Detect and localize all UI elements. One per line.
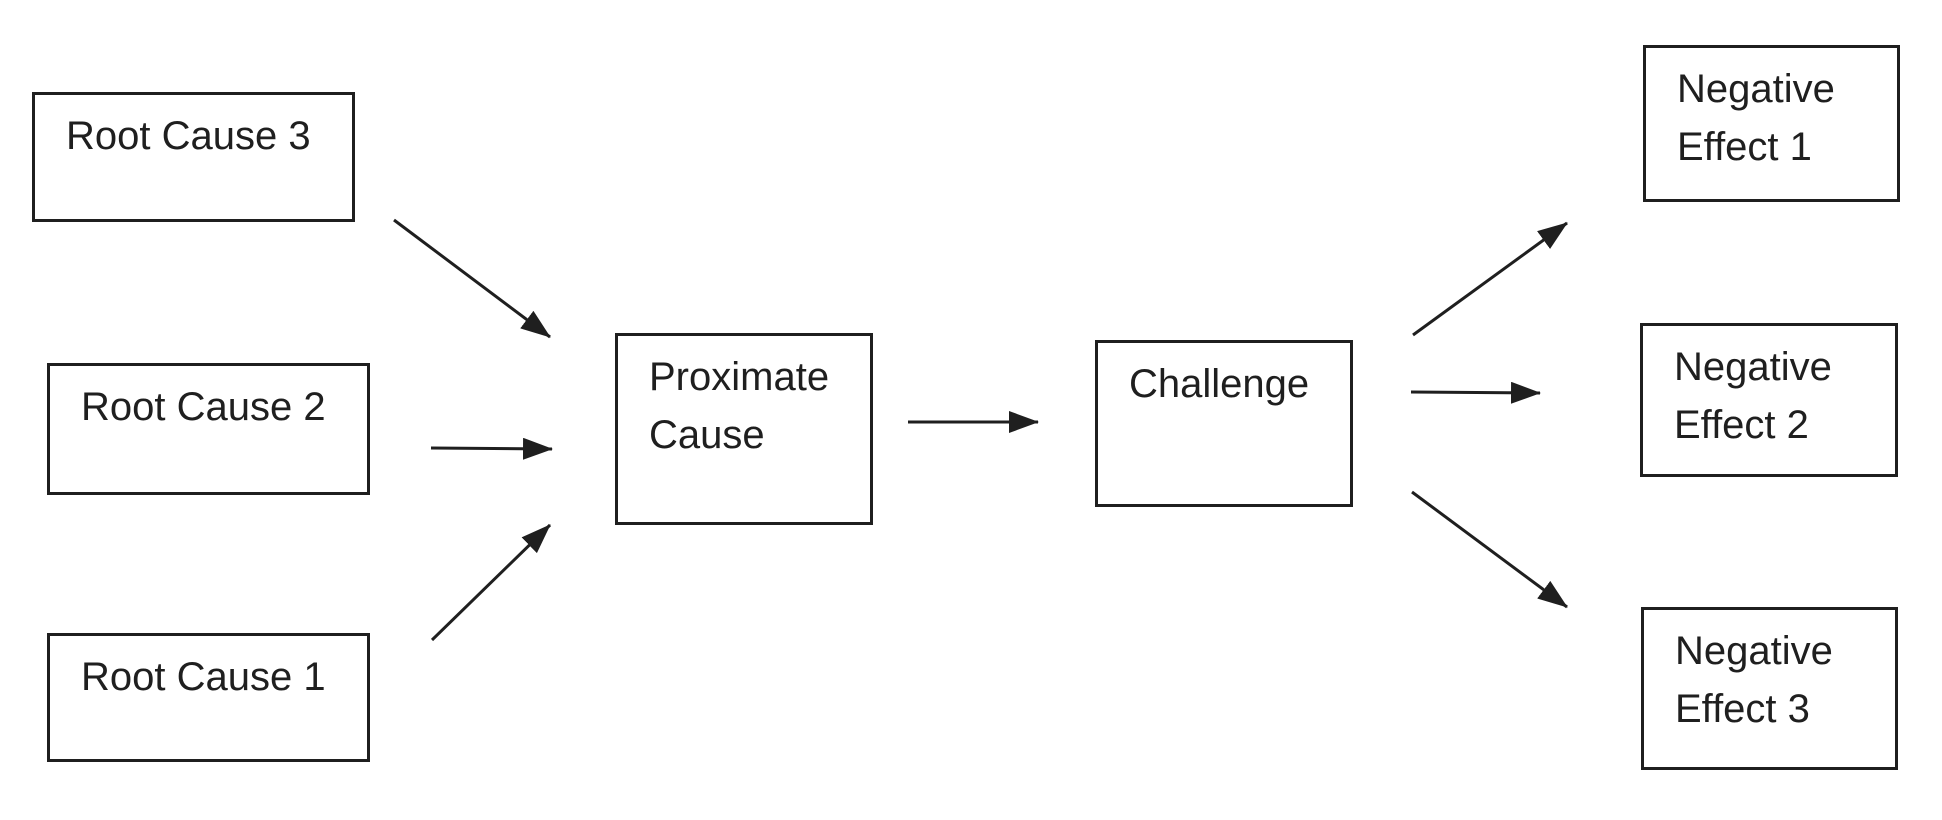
node-root-cause-3: Root Cause 3	[32, 92, 355, 222]
node-root-cause-2: Root Cause 2	[47, 363, 370, 495]
arrow-root-cause-2-to-proximate-cause	[430, 437, 553, 460]
arrow-challenge-to-negative-effect-2	[1410, 381, 1541, 404]
arrow-challenge-to-negative-effect-3	[1411, 490, 1568, 609]
arrow-challenge-to-negative-effect-1	[1412, 221, 1568, 337]
node-negative-effect-2: Negative Effect 2	[1640, 323, 1898, 477]
node-negative-effect-1: Negative Effect 1	[1643, 45, 1900, 202]
node-root-cause-1: Root Cause 1	[47, 633, 370, 762]
arrow-root-cause-1-to-proximate-cause	[430, 523, 552, 642]
node-challenge: Challenge	[1095, 340, 1353, 507]
node-proximate-cause: Proximate Cause	[615, 333, 873, 525]
arrow-root-cause-3-to-proximate-cause	[393, 218, 551, 339]
node-negative-effect-3: Negative Effect 3	[1641, 607, 1898, 770]
